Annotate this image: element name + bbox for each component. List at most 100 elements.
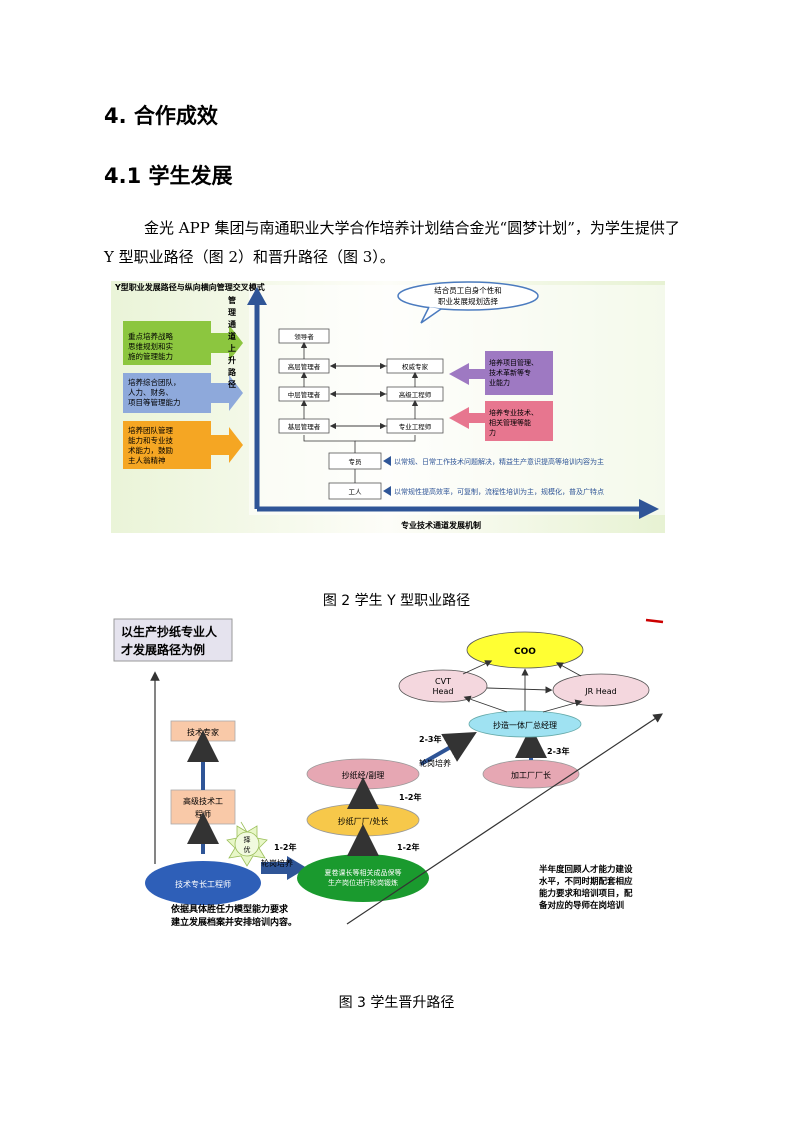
figure-y-career-path: Y型职业发展路径与纵向横向管理交叉模式 结合员工自身个性和 职业发展规划选择 重… (111, 281, 665, 533)
node-coo (466, 631, 584, 669)
svg-text:抄造一体厂总经理: 抄造一体厂总经理 (493, 720, 557, 730)
node-chief-engineer (145, 861, 261, 905)
node-cvt-head (398, 669, 488, 703)
svg-text:术能力，鼓励: 术能力，鼓励 (128, 445, 173, 455)
svg-text:高级技术工: 高级技术工 (183, 796, 223, 806)
node-rotation-green (297, 854, 429, 902)
svg-text:夏卷课长等相关成品保等: 夏卷课长等相关成品保等 (325, 868, 402, 877)
svg-text:上: 上 (228, 343, 236, 353)
svg-text:相关管理等能: 相关管理等能 (489, 418, 531, 427)
diagonal-arrow (346, 713, 663, 925)
svg-text:专业工程师: 专业工程师 (399, 422, 432, 431)
svg-text:轮岗培养: 轮岗培养 (419, 758, 451, 768)
svg-text:基层管理者: 基层管理者 (288, 422, 321, 431)
left-box-1 (123, 321, 211, 365)
svg-text:优: 优 (244, 845, 251, 854)
svg-text:施的管理能力: 施的管理能力 (128, 351, 173, 361)
speech-bubble (397, 281, 539, 311)
svg-text:工人: 工人 (349, 488, 363, 496)
svg-text:通: 通 (228, 319, 236, 329)
figure2-caption: 图 2 学生 Y 型职业路径 (322, 593, 471, 609)
svg-text:COO: COO (514, 647, 536, 657)
svg-text:主人翁精神: 主人翁精神 (128, 455, 166, 465)
svg-text:项目等管理能力: 项目等管理能力 (128, 397, 181, 407)
svg-text:技术专长工程师: 技术专长工程师 (175, 879, 231, 889)
svg-text:技术革新等专: 技术革新等专 (489, 368, 531, 377)
vertical-label: 管 理 通 道 上 升 路 径 (228, 295, 237, 389)
svg-text:备对应的导师在岗培训: 备对应的导师在岗培训 (538, 900, 625, 911)
svg-text:1-2年: 1-2年 (399, 792, 421, 802)
svg-text:2-3年: 2-3年 (419, 734, 441, 744)
row-text-2: 以常规性提高效率，可复制，流程性培训为主，规模化，普及广特点 (394, 487, 604, 496)
svg-text:升: 升 (228, 355, 236, 365)
left-arrow-1 (211, 325, 243, 361)
promotion-diagram: 以生产抄纸专业人 才发展路径为例 技术专家 高级技术工 程师 技术专长工程师 择… (111, 614, 665, 936)
node-jr-head (552, 673, 650, 707)
svg-text:半年度回顾人才能力建设: 半年度回顾人才能力建设 (539, 864, 633, 875)
svg-text:高层管理者: 高层管理者 (288, 362, 321, 371)
svg-text:权威专家: 权威专家 (402, 362, 429, 371)
svg-text:能力和专业技: 能力和专业技 (128, 435, 173, 445)
right-arrow-2 (449, 407, 485, 429)
figure3-title-line1: 以生产抄纸专业人 (121, 624, 218, 639)
svg-text:道: 道 (228, 331, 236, 341)
svg-text:培养项目管理、: 培养项目管理、 (489, 358, 538, 367)
svg-text:培养团队管理: 培养团队管理 (128, 425, 173, 435)
svg-text:轮岗培养: 轮岗培养 (261, 858, 293, 868)
svg-text:理: 理 (228, 308, 236, 317)
y-career-diagram: Y型职业发展路径与纵向横向管理交叉模式 结合员工自身个性和 职业发展规划选择 重… (111, 281, 665, 533)
select-best-sun-icon: 择 优 (226, 821, 268, 867)
svg-text:加工厂厂长: 加工厂厂长 (511, 770, 551, 780)
svg-text:人力、财务、: 人力、财务、 (128, 387, 173, 397)
svg-text:技术专家: 技术专家 (187, 727, 219, 737)
note-right: 半年度回顾人才能力建设 水平，不同时期配套相应 能力要求和培训项目，配 备对应的… (538, 864, 633, 911)
right-box-1 (485, 351, 553, 395)
left-box-2 (123, 373, 211, 413)
svg-text:Head: Head (433, 687, 454, 696)
svg-text:生产岗位进行轮岗锻炼: 生产岗位进行轮岗锻炼 (328, 878, 398, 887)
svg-text:1-2年: 1-2年 (274, 842, 296, 852)
x-axis-label: 专业技术通道发展机制 (401, 520, 481, 530)
figure3-title-box (113, 618, 233, 662)
figure-promotion-path: 以生产抄纸专业人 才发展路径为例 技术专家 高级技术工 程师 技术专长工程师 择… (111, 614, 665, 936)
svg-text:中层管理者: 中层管理者 (288, 390, 321, 399)
note-left-line2: 建立发展档案并安排培训内容。 (171, 916, 297, 928)
figure3-caption: 图 3 学生晋升路径 (338, 995, 455, 1011)
svg-text:管: 管 (228, 295, 236, 305)
subsection-heading: 4.1 学生发展 (104, 164, 233, 188)
figure3-title-line2: 才发展路径为例 (121, 642, 205, 657)
right-box-2 (485, 401, 553, 441)
left-arrow-3 (211, 427, 243, 463)
row-text-1: 以常规、日常工作技术问题解决，精益生产意识提高等培训内容为主 (394, 457, 604, 466)
svg-text:领导者: 领导者 (294, 332, 314, 341)
svg-text:培养综合团队，: 培养综合团队， (128, 377, 181, 387)
svg-text:培养专业技术、: 培养专业技术、 (489, 408, 538, 417)
figure2-title: Y型职业发展路径与纵向横向管理交叉模式 (114, 282, 265, 292)
svg-text:路: 路 (228, 367, 237, 377)
svg-text:能力要求和培训项目，配: 能力要求和培训项目，配 (539, 888, 633, 899)
svg-text:专员: 专员 (349, 457, 363, 466)
svg-text:思维规划和实: 思维规划和实 (128, 341, 173, 351)
svg-text:力: 力 (489, 428, 496, 437)
section-heading: 4. 合作成效 (104, 104, 218, 128)
left-box-3 (123, 421, 211, 469)
body-paragraph: 金光 APP 集团与南通职业大学合作培养计划结合金光“圆梦计划”，为学生提供了 … (104, 219, 680, 266)
svg-text:择: 择 (244, 835, 251, 844)
svg-text:抄纸经/副理: 抄纸经/副理 (342, 770, 385, 780)
svg-text:径: 径 (228, 379, 236, 389)
left-arrow-2 (211, 375, 243, 411)
svg-text:2-3年: 2-3年 (547, 746, 569, 756)
bubble-line2: 职业发展规划选择 (438, 296, 498, 306)
svg-text:CVT: CVT (435, 677, 451, 686)
right-arrow-1 (449, 363, 485, 385)
arrow-to-chief (261, 856, 307, 880)
svg-text:水平，不同时期配套相应: 水平，不同时期配套相应 (538, 876, 633, 887)
svg-text:业能力: 业能力 (489, 378, 510, 387)
svg-text:程师: 程师 (195, 809, 211, 819)
bubble-line1: 结合员工自身个性和 (434, 285, 502, 295)
svg-text:重点培养战略: 重点培养战略 (128, 331, 173, 341)
svg-text:JR Head: JR Head (584, 687, 616, 696)
note-left-line1: 依据具体胜任力模型能力要求 (171, 903, 289, 915)
svg-text:高级工程师: 高级工程师 (399, 390, 432, 399)
svg-text:抄纸厂厂/处长: 抄纸厂厂/处长 (338, 816, 389, 826)
